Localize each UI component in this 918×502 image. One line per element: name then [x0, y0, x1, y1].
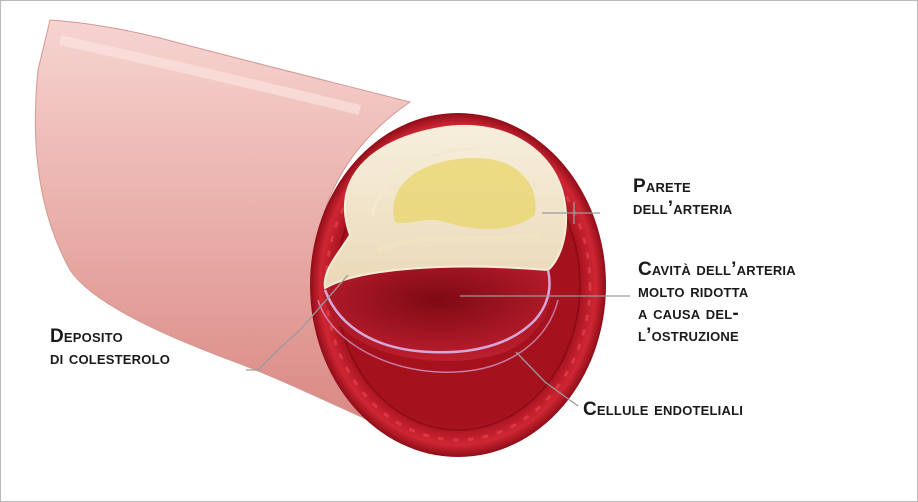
- label-cavita-line3: a causa del-: [638, 303, 796, 325]
- label-deposito-line1: Deposito: [50, 326, 170, 348]
- label-deposito: Deposito di colesterolo: [50, 326, 170, 370]
- label-deposito-line2: di colesterolo: [50, 348, 170, 370]
- label-parete: Parete dell’arteria: [633, 176, 732, 220]
- label-cavita-line4: l’ostruzione: [638, 325, 796, 347]
- label-cellule-line1: Cellule endoteliali: [583, 399, 743, 421]
- label-parete-line1: Parete: [633, 176, 732, 198]
- label-cavita: Cavità dell’arteria molto ridotta a caus…: [638, 259, 796, 347]
- label-cavita-line2: molto ridotta: [638, 281, 796, 303]
- label-parete-line2: dell’arteria: [633, 198, 732, 220]
- label-cellule: Cellule endoteliali: [583, 399, 743, 421]
- label-cavita-line1: Cavità dell’arteria: [638, 259, 796, 281]
